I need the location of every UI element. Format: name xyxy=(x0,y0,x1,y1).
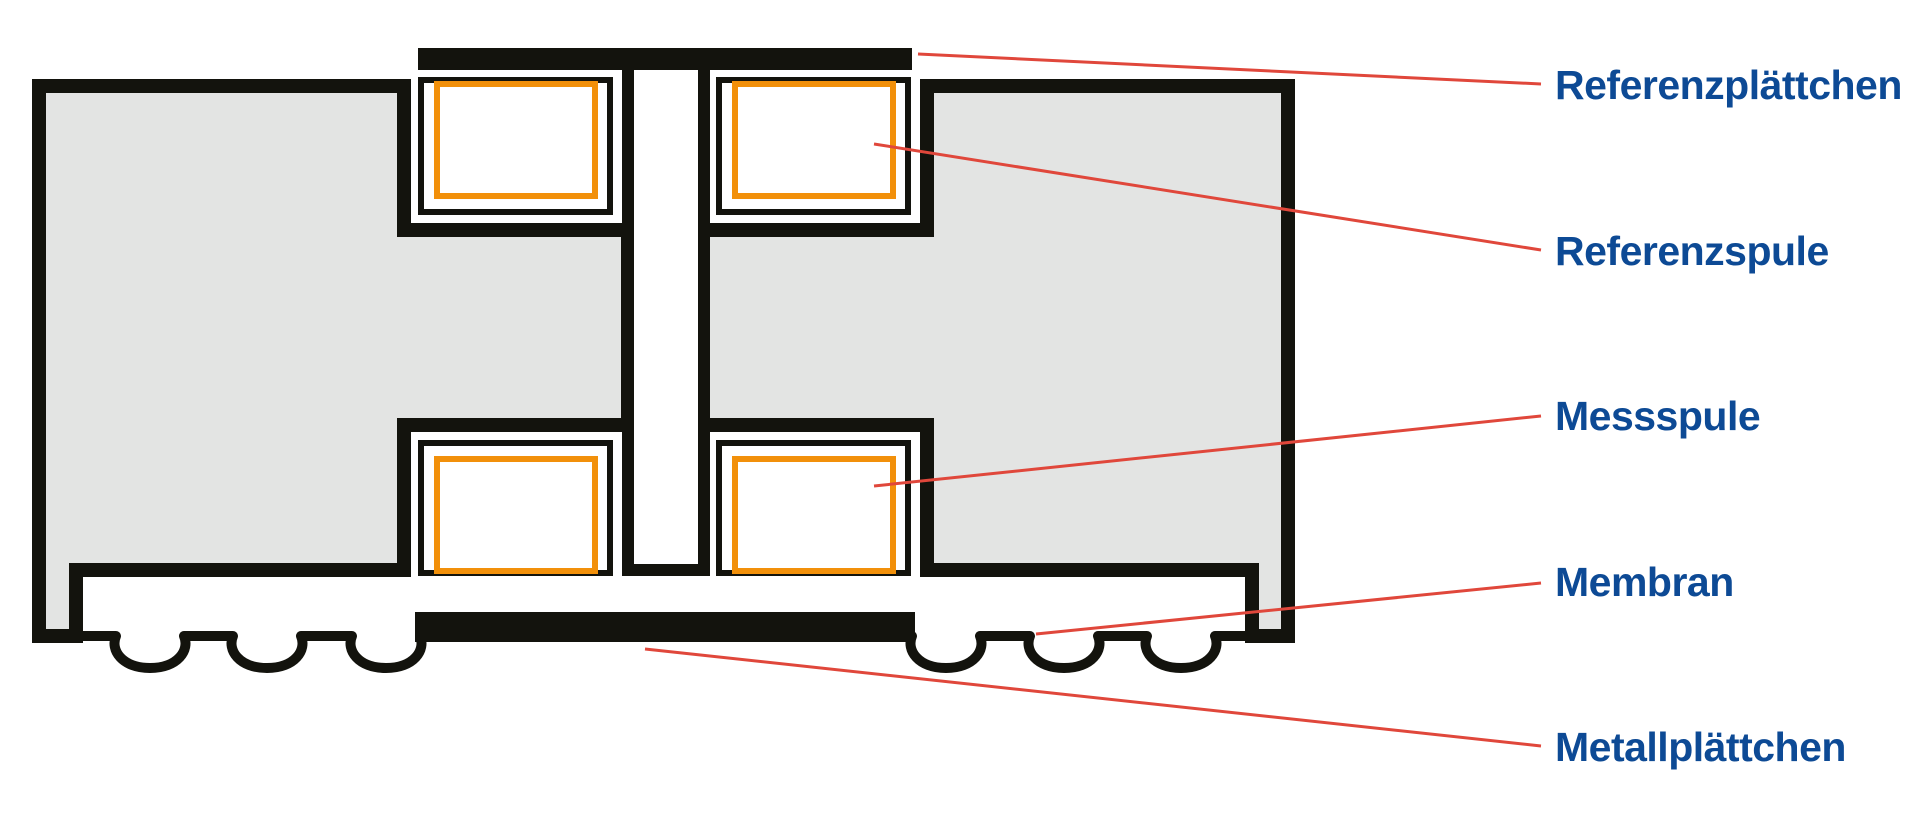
central-core xyxy=(622,58,710,576)
label-membrane: Membran xyxy=(1555,559,1734,605)
measuring-coil-right xyxy=(716,440,911,576)
label-measuring-coil: Messspule xyxy=(1555,393,1760,439)
reference-coil-right xyxy=(716,77,911,215)
label-metal-plate: Metallplättchen xyxy=(1555,724,1846,770)
housing-left xyxy=(32,79,635,643)
leader-reference-plate xyxy=(917,52,1542,86)
reference-coil-left xyxy=(418,77,613,215)
leader-measuring-coil xyxy=(873,414,1542,488)
metal-plate xyxy=(415,612,915,642)
label-reference-plate: Referenzplättchen xyxy=(1555,62,1902,108)
reference-plate xyxy=(418,48,912,70)
leader-reference-coil xyxy=(873,142,1542,252)
label-reference-coil: Referenzspule xyxy=(1555,228,1829,274)
measuring-coil-left xyxy=(418,440,613,576)
leader-metal-plate xyxy=(644,647,1542,748)
housing-right xyxy=(696,79,1295,643)
leader-membrane xyxy=(1035,581,1542,636)
